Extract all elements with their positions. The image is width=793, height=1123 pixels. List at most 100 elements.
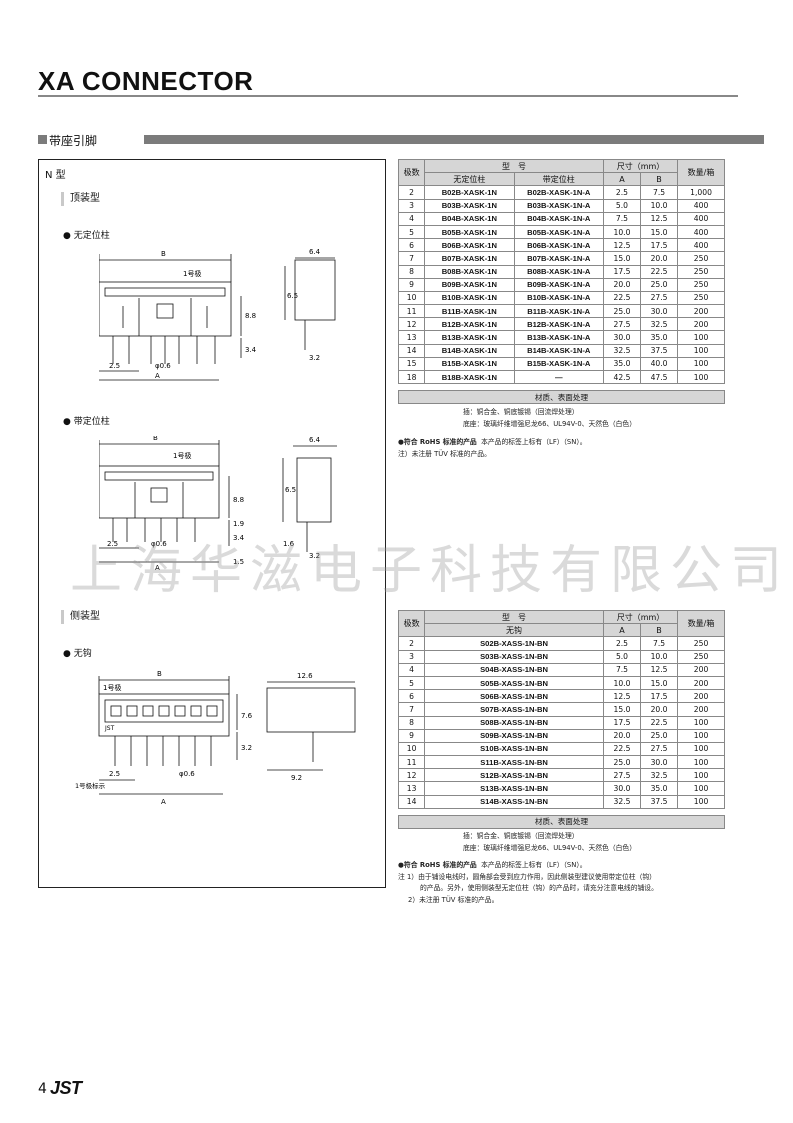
table-cell: 200 [677,689,725,704]
table-cell: 100 [677,343,725,358]
table-cell: 13 [397,781,426,796]
dim-e1-2: 1.6 [283,540,295,548]
material-line-1: 插：铜合金、铜底镀锡（回流焊处理） [463,408,579,416]
section-bar [144,135,764,144]
table-cell: 100 [677,728,725,743]
no-post-label: ● 无定位柱 [63,231,110,241]
th-b: B [639,172,679,187]
table-cell: 250 [677,264,725,279]
dim-B: B [161,250,166,258]
table-cell: B07B-XASK-1N-A [513,251,604,266]
table-cell: 5 [397,224,426,240]
n-type-label: N 型 [45,170,66,181]
table-cell: B09B-XASK-1N-A [513,277,604,292]
dim-A-2: A [155,564,160,571]
table-cell: 35.0 [640,781,679,796]
table-cell: 12.5 [602,689,642,704]
table-cell: 200 [677,675,725,691]
table-cell: 15.0 [639,224,679,240]
table-cell: 200 [677,702,725,717]
table-cell: 250 [677,649,725,664]
dim-h2: 6.5 [287,292,298,300]
table-cell: 100 [677,741,725,757]
table-cell: 100 [677,794,725,809]
table-cell: 12.5 [602,238,642,253]
table-cell: 32.5 [640,768,679,783]
table-cell: 100 [677,369,725,385]
table-cell: 30.0 [639,304,679,319]
table-cell: 400 [677,238,725,253]
table-cell: 100 [677,768,725,783]
dim-e: 3.2 [309,354,320,362]
dim-e-3: 9.2 [291,774,302,782]
dim-B-2: B [153,436,158,442]
th-size: 尺寸（mm） [602,158,679,174]
table-cell: 18 [397,369,426,385]
table-cell: 32.5 [639,317,679,332]
table-cell: B05B-XASK-1N [424,224,515,240]
table-cell: B04B-XASK-1N-A [513,211,604,226]
table-cell: S06B-XASS-1N-BN [424,689,604,704]
table-cell: B07B-XASK-1N [424,251,515,266]
dim-pitch-3: 2.5 [109,770,120,778]
dim-h1-3: 7.6 [241,712,253,720]
table-cell: 20.0 [640,702,679,717]
table-cell: 250 [677,251,725,266]
table-cell: 27.5 [640,741,679,757]
table-cell: 5 [397,675,426,691]
table-cell: B12B-XASK-1N-A [513,317,604,332]
table-cell: 17.5 [602,264,642,279]
table-cell: S07B-XASS-1N-BN [424,702,604,717]
table-cell: 25.0 [640,728,679,743]
table-cell: 400 [677,211,725,226]
dim-B-3: B [157,670,162,678]
dim-diameter: φ0.6 [155,362,171,370]
side-note-1a: 注 1）由于铺设电线时，圆角部会受到应力作用，因此侧装型建议使用带定位柱（钩） [398,873,656,881]
th-a: A [602,172,642,187]
table-cell: 30.0 [640,755,679,770]
dim-h4-2: 1.9 [233,520,244,528]
section-square-icon [38,135,47,144]
table-cell: 12 [397,317,426,332]
drawing-side-no-hook: B 1号极 JST 12.6 7.6 3.2 2.5 φ0.6 A 9.2 1号… [75,670,356,806]
table-cell: B08B-XASK-1N [424,264,515,279]
table-cell: B05B-XASK-1N-A [513,224,604,240]
table-cell: B14B-XASK-1N [424,343,515,358]
dim-h1-2: 8.8 [233,496,244,504]
table-cell: S08B-XASS-1N-BN [424,715,604,730]
table-cell: S04B-XASS-1N-BN [424,662,604,677]
table-cell: 27.5 [639,290,679,306]
with-post-text: 带定位柱 [73,417,110,427]
table-cell: 15.0 [602,702,642,717]
table-cell: 20.0 [602,277,642,292]
material-line-2: 底座：玻璃纤维增强尼龙66、UL94V-0、天然色（白色） [463,420,637,428]
table-cell: 14 [397,343,426,358]
table-cell: 2 [397,636,426,651]
table-cell: S13B-XASS-1N-BN [424,781,604,796]
rohs-note-2: ●符合 RoHS 标准的产品 本产品的标签上标有（LF）（SN）。 [398,859,587,869]
table-cell: B02B-XASK-1N [424,185,515,200]
section-header: 带座引脚 [38,134,764,148]
table-cell: 7.5 [602,211,642,226]
table-cell: 3 [397,198,426,213]
table-cell: 100 [677,356,725,372]
table-cell: S02B-XASS-1N-BN [424,636,604,651]
pin1-label: 1号极 [183,269,201,278]
table-cell: 1,000 [677,185,725,200]
table-cell: 25.0 [602,304,642,319]
table-cell: 9 [397,277,426,292]
dim-width: 6.4 [309,248,321,256]
th2-model: 型 号 [424,609,604,625]
